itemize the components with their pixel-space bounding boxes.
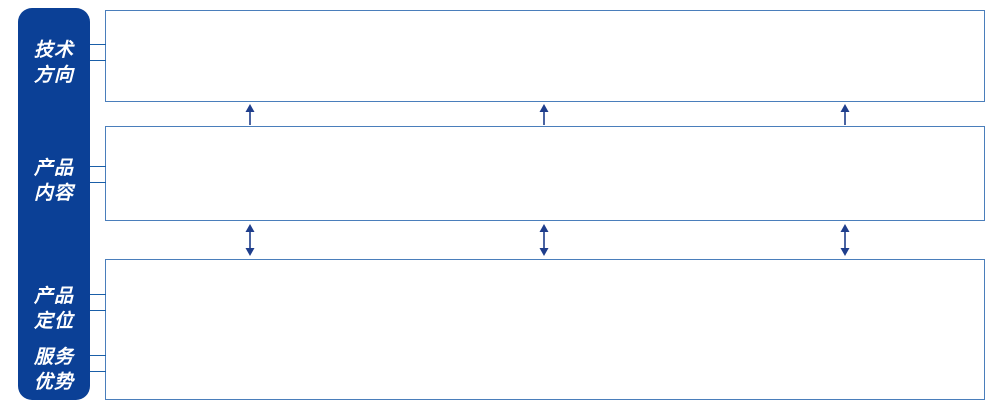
connector-position-top xyxy=(90,294,106,295)
product-content-section xyxy=(105,126,985,221)
connector-tech-bottom xyxy=(90,60,106,61)
category-sidebar: 技术方向 产品内容 产品定位 服务优势 xyxy=(18,8,90,400)
connector-content-top xyxy=(90,166,106,167)
arrow-double-value-added xyxy=(838,224,852,256)
connector-strength-bottom xyxy=(90,371,106,372)
sidebar-item-tech-direction[interactable]: 技术方向 xyxy=(33,40,74,86)
connector-content-bottom xyxy=(90,182,106,183)
arrow-double-proactive xyxy=(537,224,551,256)
connector-position-bottom xyxy=(90,310,106,311)
arrow-up-virtualization xyxy=(537,103,551,125)
sidebar-item-product-position[interactable]: 产品定位 xyxy=(33,286,74,332)
arrow-double-core xyxy=(243,224,257,256)
arrow-up-system-software xyxy=(838,103,852,125)
connector-tech-top xyxy=(90,44,106,45)
sidebar-item-service-strength[interactable]: 服务优势 xyxy=(33,347,74,393)
product-position-section xyxy=(105,259,985,400)
tech-direction-section xyxy=(105,10,985,102)
arrow-up-hardware xyxy=(243,103,257,125)
connector-strength-top xyxy=(90,355,106,356)
sidebar-item-product-content[interactable]: 产品内容 xyxy=(33,158,74,204)
